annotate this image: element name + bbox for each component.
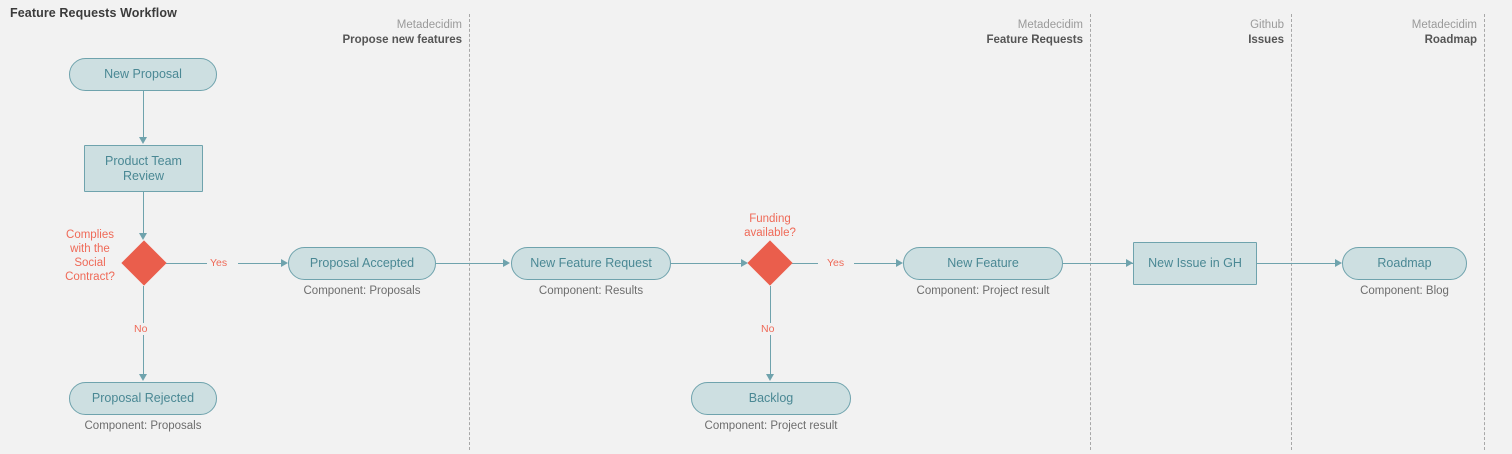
lane-header-name: Roadmap [1424,34,1477,46]
edge-label-funding-yes: Yes [824,257,848,269]
arrowhead-review-top [139,137,147,144]
connector-new-feature-to-gh-issue [1063,263,1133,264]
arrowhead-new-feature-left [896,259,903,267]
connector-new-proposal-to-review [143,91,144,137]
component-label-proposal-accepted: Component: Proposals [303,285,421,297]
arrowhead-social-contract-top [139,233,147,240]
node-product-team-review[interactable]: Product Team Review [84,145,203,192]
connector-social-contract-yes-right [238,263,282,264]
lane-header-org: Metadecidim [1017,19,1083,31]
lane-divider-roadmap [1484,14,1485,450]
edge-label-funding-no: No [758,323,778,335]
edge-label-social-contract-no: No [131,323,151,335]
page-title: Feature Requests Workflow [10,6,177,20]
arrowhead-proposal-rejected-top [139,374,147,381]
arrowhead-roadmap-left [1335,259,1342,267]
connector-funding-yes-right [854,263,896,264]
node-label: Proposal Rejected [91,391,195,405]
node-label: New Feature Request [530,256,652,270]
lane-header-name: Feature Requests [986,34,1083,46]
component-label-roadmap: Component: Blog [1360,285,1449,297]
lane-divider-github-issues [1291,14,1292,450]
node-label: Proposal Accepted [309,256,415,270]
arrowhead-gh-issue-left [1126,259,1133,267]
decision-social-contract[interactable] [121,240,167,286]
node-label: Product Team Review [105,153,182,183]
node-new-feature-request[interactable]: New Feature Request [511,247,671,280]
node-new-proposal[interactable]: New Proposal [69,58,217,91]
lane-header-name: Propose new features [342,34,462,46]
decision-label-funding: Funding available? [744,213,796,239]
edge-label-social-contract-yes: Yes [207,257,231,269]
lane-header-org: Metadecidim [396,19,462,31]
node-new-feature[interactable]: New Feature [903,247,1063,280]
decision-funding[interactable] [747,240,793,286]
component-label-new-feature: Component: Project result [916,285,1050,297]
component-label-proposal-rejected: Component: Proposals [84,420,202,432]
lane-divider-propose-new-features [469,14,470,450]
component-label-new-feature-request: Component: Results [538,285,644,297]
node-roadmap[interactable]: Roadmap [1342,247,1467,280]
connector-funding-yes-left [792,263,818,264]
node-proposal-rejected[interactable]: Proposal Rejected [69,382,217,415]
arrowhead-funding-left [741,259,748,267]
node-label: New Issue in GH [1148,256,1242,270]
arrowhead-feature-request-left [503,259,510,267]
connector-social-contract-yes-left [166,263,208,264]
connector-accepted-to-feature-request [436,263,504,264]
connector-review-to-social-contract [143,192,144,233]
arrowhead-backlog-top [766,374,774,381]
node-label: New Feature [947,256,1019,270]
node-proposal-accepted[interactable]: Proposal Accepted [288,247,436,280]
node-label: Roadmap [1377,256,1432,270]
node-label: New Proposal [104,67,182,81]
lane-header-feature-requests: Metadecidim Feature Requests [903,18,1083,48]
node-new-issue-in-gh[interactable]: New Issue in GH [1133,242,1257,285]
node-backlog[interactable]: Backlog [691,382,851,415]
lane-header-org: Github [1250,19,1284,31]
lane-header-name: Issues [1248,34,1284,46]
lane-header-github-issues: Github Issues [1164,18,1284,48]
connector-feature-request-to-funding [671,263,744,264]
lane-header-roadmap: Metadecidim Roadmap [1337,18,1477,48]
node-label: Backlog [748,391,794,405]
connector-gh-issue-to-roadmap [1257,263,1335,264]
component-label-backlog: Component: Project result [704,420,838,432]
decision-label-social-contract: Complies with the Social Contract? [65,229,115,283]
lane-header-org: Metadecidim [1411,19,1477,31]
lane-divider-feature-requests [1090,14,1091,450]
lane-header-propose-new-features: Metadecidim Propose new features [262,18,462,48]
arrowhead-proposal-accepted-left [281,259,288,267]
